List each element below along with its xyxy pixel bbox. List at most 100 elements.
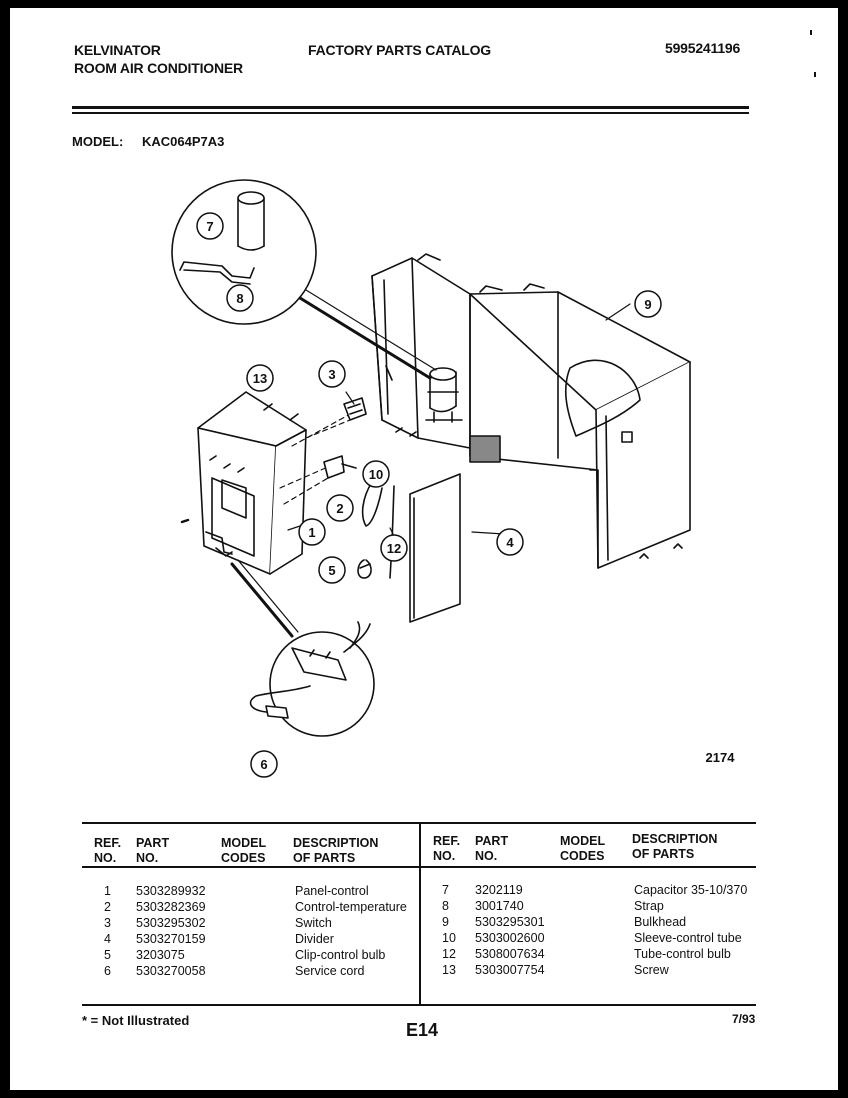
header-codes-line1: MODEL: [560, 834, 606, 848]
bulkhead-drawing: [371, 253, 691, 569]
revision-date: 7/93: [732, 1012, 756, 1026]
table-cell-part: 5303289932: [136, 884, 206, 898]
bulb-clip-drawing: [357, 559, 372, 579]
header-part-line2: NO.: [475, 849, 498, 863]
temperature-control-drawing: [323, 455, 357, 479]
divider-drawing: [409, 473, 461, 623]
table-cell-desc: Tube-control bulb: [634, 947, 731, 961]
page-code: E14: [406, 1020, 439, 1040]
header-part-line1: PART: [475, 834, 509, 848]
table-rule-top: [82, 822, 756, 824]
parts-table-left: 1 2 3 4 5 6 5303289932 5303282369 530329…: [10, 883, 420, 983]
table-cell-ref: 7: [442, 883, 449, 897]
left-desc-column: Panel-control Control-temperature Switch…: [295, 883, 407, 979]
callout-2: 2: [336, 501, 343, 516]
table-cell-desc: Switch: [295, 916, 332, 930]
catalog-number: 5995241196: [665, 40, 741, 56]
table-cell-ref: 10: [442, 931, 456, 945]
header-desc-left: DESCRIPTION OF PARTS: [293, 836, 378, 866]
callout-8: 8: [236, 291, 243, 306]
callout-7: 7: [206, 219, 213, 234]
table-cell-ref: 9: [442, 915, 449, 929]
edge-mark-second: [814, 72, 816, 77]
table-cell-part: 3001740: [475, 899, 524, 913]
exploded-parts-diagram: 7 8 3 13 9 10 2 1 12 4 5 6 2174: [171, 179, 736, 778]
header-part-line2: NO.: [136, 851, 159, 865]
callout-3: 3: [328, 367, 335, 382]
header-ref-line1: REF.: [94, 836, 122, 850]
table-cell-desc: Strap: [634, 899, 664, 913]
table-cell-ref: 2: [104, 900, 111, 914]
callout-4: 4: [506, 535, 514, 550]
header-rule-bottom: [72, 112, 749, 114]
table-cell-desc: Panel-control: [295, 884, 369, 898]
table-cell-part: 5303002600: [475, 931, 545, 945]
table-cell-ref: 8: [442, 899, 449, 913]
table-cell-part: 5308007634: [475, 947, 545, 961]
table-cell-part: 5303282369: [136, 900, 206, 914]
control-panel-drawing: [180, 391, 307, 575]
callout-10: 10: [369, 467, 383, 482]
header-part-left: PART NO.: [136, 836, 169, 866]
table-cell-ref: 3: [104, 916, 111, 930]
header-ref-line2: NO.: [433, 849, 456, 863]
header-desc-line1: DESCRIPTION: [632, 832, 718, 846]
header-codes-line2: CODES: [221, 851, 266, 865]
table-cell-ref: 4: [104, 932, 111, 946]
table-cell-part: 3203075: [136, 948, 185, 962]
left-ref-column: 1 2 3 4 5 6: [104, 883, 111, 979]
table-cell-ref: 13: [442, 963, 456, 977]
table-cell-desc: Clip-control bulb: [295, 948, 386, 962]
table-cell-desc: Bulkhead: [634, 915, 687, 929]
callout-13: 13: [253, 371, 267, 386]
table-cell-part: 5303295301: [475, 915, 545, 929]
header-desc-line2: OF PARTS: [632, 847, 695, 861]
header-ref-line2: NO.: [94, 851, 117, 865]
table-cell-part: 5303270159: [136, 932, 206, 946]
callout-12: 12: [387, 541, 401, 556]
header-desc-right: DESCRIPTION OF PARTS: [632, 832, 717, 862]
not-illustrated-note: * = Not Illustrated: [82, 1013, 190, 1028]
header-desc-line2: OF PARTS: [293, 851, 356, 865]
callout-1: 1: [308, 525, 315, 540]
switch-drawing: [343, 397, 367, 421]
parts-table-right: 7 8 9 10 12 13 3202119 3001740 530329530…: [420, 882, 838, 982]
figure-number: 2174: [706, 750, 736, 765]
brand-name: KELVINATOR: [74, 42, 161, 58]
table-cell-desc: Control-temperature: [295, 900, 407, 914]
header-codes-line1: MODEL: [221, 836, 267, 850]
table-cell-ref: 6: [104, 964, 111, 978]
table-cell-part: 5303007754: [475, 963, 545, 977]
table-cell-part: 5303270058: [136, 964, 206, 978]
parts-sheet: KELVINATOR ROOM AIR CONDITIONER FACTORY …: [10, 8, 838, 1090]
table-cell-desc: Service cord: [295, 964, 365, 978]
callout-5: 5: [328, 563, 335, 578]
table-cell-ref: 1: [104, 884, 111, 898]
left-part-column: 5303289932 5303282369 5303295302 5303270…: [136, 883, 206, 979]
right-part-column: 3202119 3001740 5303295301 5303002600 53…: [475, 882, 545, 978]
table-cell-ref: 5: [104, 948, 111, 962]
callout-leaders: [287, 303, 631, 537]
edge-mark-top: [810, 30, 812, 35]
header-codes-right: MODEL CODES: [560, 834, 605, 864]
callout-markers: [196, 212, 662, 778]
header-desc-line1: DESCRIPTION: [293, 836, 379, 850]
header-rule-top: [72, 106, 749, 109]
header-codes-line2: CODES: [560, 849, 605, 863]
header-ref-line1: REF.: [433, 834, 461, 848]
header-part-line1: PART: [136, 836, 170, 850]
header-ref-left: REF. NO.: [94, 836, 121, 866]
model-label: MODEL:: [72, 134, 124, 149]
right-desc-column: Capacitor 35-10/370 Strap Bulkhead Sleev…: [634, 882, 747, 978]
header-ref-right: REF. NO.: [433, 834, 460, 864]
model-number: KAC064P7A3: [142, 134, 225, 149]
table-cell-desc: Screw: [634, 963, 669, 977]
callout-9: 9: [644, 297, 651, 312]
header-part-right: PART NO.: [475, 834, 508, 864]
table-cell-desc: Sleeve-control tube: [634, 931, 742, 945]
table-cell-part: 3202119: [475, 883, 523, 897]
right-ref-column: 7 8 9 10 12 13: [442, 882, 456, 978]
table-cell-desc: Divider: [295, 932, 334, 946]
header-codes-left: MODEL CODES: [221, 836, 266, 866]
